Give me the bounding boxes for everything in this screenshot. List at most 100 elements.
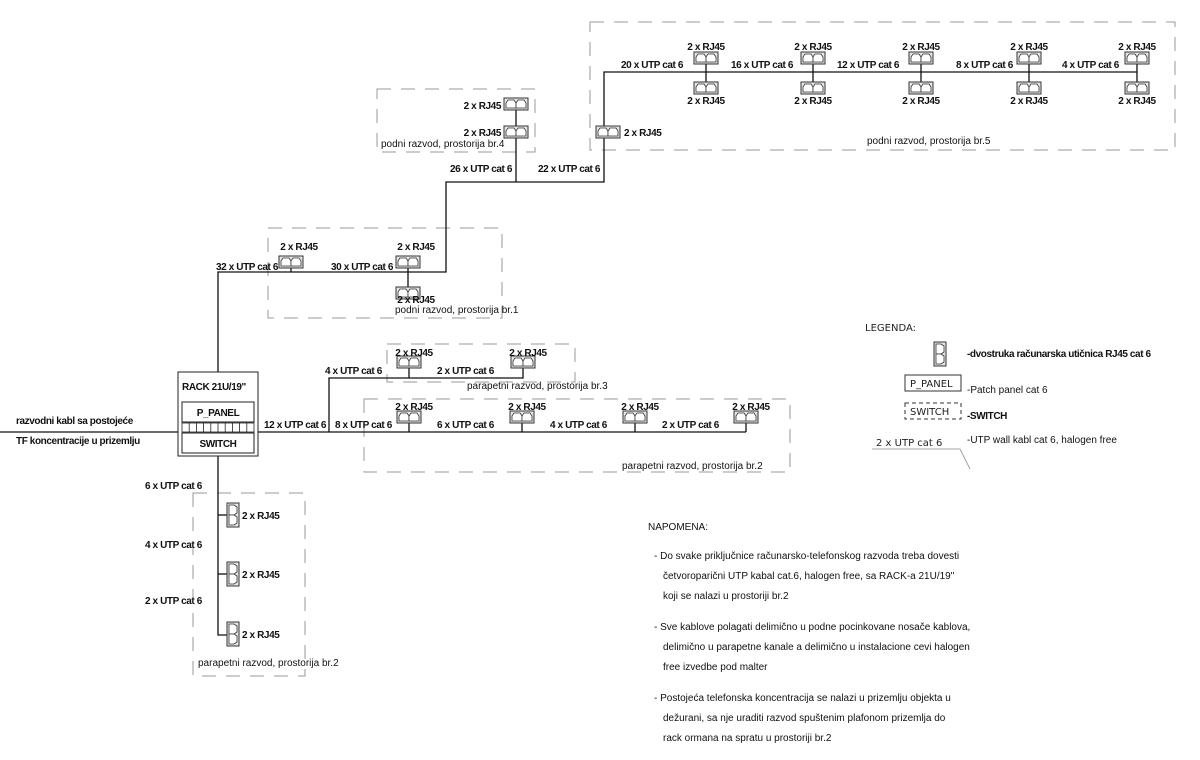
rj45-outlet[interactable]: 2 x RJ45 xyxy=(395,402,434,424)
rj45-port-icon xyxy=(397,257,409,267)
switch[interactable] xyxy=(181,432,255,454)
outlet-label: 2 x RJ45 xyxy=(395,402,433,413)
rack-patch-cords xyxy=(181,422,255,433)
rj45-outlet[interactable]: 2 x RJ45 xyxy=(395,348,434,369)
cable-label: 8 x UTP cat 6 xyxy=(956,60,1014,71)
rj45-outlet[interactable]: 2 x RJ45 xyxy=(687,81,726,107)
outlet-label: 2 x RJ45 xyxy=(397,242,435,253)
rj45-outlet[interactable]: 2 x RJ45 xyxy=(794,81,833,107)
outlets: 2 x RJ45 2 x RJ45 2 x RJ45 2 x RJ45 2 x RJ45… xyxy=(226,42,1157,647)
rj45-port-icon xyxy=(1126,83,1138,93)
zone-label-room5: podni razvod, prostorija br.5 xyxy=(867,136,991,147)
rj45-outlet[interactable]: 2 x RJ45 xyxy=(226,502,281,528)
cable-label: 8 x UTP cat 6 xyxy=(335,420,393,431)
outlet-label: 2 x RJ45 xyxy=(464,128,502,139)
outlet-label: 2 x RJ45 xyxy=(509,348,547,359)
rj45-outlet[interactable]: 2 x RJ45 xyxy=(1010,42,1049,65)
rj45-outlet[interactable]: 2 x RJ45 xyxy=(278,242,319,269)
rj45-port-icon xyxy=(512,357,524,367)
rj45-port-icon xyxy=(705,53,717,63)
cable-label: 2 x UTP cat 6 xyxy=(662,420,720,431)
rj45-outlet[interactable]: 2 x RJ45 xyxy=(509,348,548,369)
zone-label-room2-south: parapetni razvod, prostorija br.2 xyxy=(198,658,339,669)
rj45-outlet[interactable]: 2 x RJ45 xyxy=(1118,42,1157,65)
cable-label: 4 x UTP cat 6 xyxy=(145,540,203,551)
cable-label: 16 x UTP cat 6 xyxy=(731,60,794,71)
note-line: četvoroparični UTP kabal cat.6, halogen … xyxy=(663,571,955,582)
outlet-label: 2 x RJ45 xyxy=(397,295,435,306)
rj45-port-icon xyxy=(505,127,517,137)
notes-section: NAPOMENA: - Do svake priključnice računa… xyxy=(648,522,1168,760)
rj45-port-icon xyxy=(228,514,238,526)
rj45-port-icon xyxy=(280,257,292,267)
rj45-port-icon xyxy=(1136,53,1148,63)
rj45-port-icon xyxy=(515,127,527,137)
outlet-label: 2 x RJ45 xyxy=(508,402,546,413)
notes-title: NAPOMENA: xyxy=(648,522,709,533)
legend-title: LEGENDA: xyxy=(865,323,916,334)
outlet-label: 2 x RJ45 xyxy=(1118,96,1156,107)
rj45-port-icon xyxy=(505,99,517,109)
north-trunk xyxy=(217,137,605,372)
rj45-outlet[interactable]: 2 x RJ45 xyxy=(732,402,771,424)
outlet-label: 2 x RJ45 xyxy=(242,630,280,641)
zone-room2-east xyxy=(363,398,791,473)
legend-cable-symbol: 2 x UTP cat 6 xyxy=(876,438,942,449)
zone-label-room4: podni razvod, prostorija br.4 xyxy=(381,139,505,150)
outlet-label: 2 x RJ45 xyxy=(794,96,832,107)
outlet-label: 2 x RJ45 xyxy=(242,570,280,581)
outlet-label: 2 x RJ45 xyxy=(902,42,940,53)
rj45-port-icon xyxy=(745,412,757,422)
outlet-label: 2 x RJ45 xyxy=(1010,42,1048,53)
rj45-outlet[interactable]: 2 x RJ45 xyxy=(621,402,660,424)
note-line: - Sve kablove polagati delimično u podne… xyxy=(654,622,971,633)
rj45-outlet[interactable]: 2 x RJ45 xyxy=(226,561,281,587)
rj45-port-icon xyxy=(407,257,419,267)
zone-label-room2-east: parapetni razvod, prostorija br.2 xyxy=(622,461,763,472)
outlet-label: 2 x RJ45 xyxy=(687,42,725,53)
rj45-port-icon xyxy=(1018,83,1030,93)
rj45-port-icon xyxy=(522,357,534,367)
rj45-port-icon xyxy=(705,83,717,93)
rj45-outlet[interactable]: 2 x RJ45 xyxy=(687,42,726,65)
cable-label: 6 x UTP cat 6 xyxy=(437,420,495,431)
legend: LEGENDA: -dvostruka računarska utičnica … xyxy=(865,323,1152,470)
legend-patch-symbol-box xyxy=(904,374,962,392)
rj45-port-icon xyxy=(695,83,707,93)
outlet-label: 2 x RJ45 xyxy=(1118,42,1156,53)
zone-label-room1: podni razvod, prostorija br.1 xyxy=(395,305,519,316)
patch-panel[interactable] xyxy=(181,401,255,423)
rj45-port-icon xyxy=(802,83,814,93)
rj45-outlet[interactable]: 2 x RJ45 xyxy=(902,42,941,65)
rj45-port-icon xyxy=(607,127,619,137)
incoming-cable-label-2: TF koncentracije u prizemlju xyxy=(16,436,140,447)
rj45-outlet[interactable]: 2 x RJ45 xyxy=(902,81,941,107)
rj45-outlet[interactable]: 2 x RJ45 xyxy=(395,242,436,269)
legend-switch-symbol-box xyxy=(904,402,962,420)
zone-room1 xyxy=(267,227,503,319)
rj45-port-icon xyxy=(920,53,932,63)
rj45-port-icon xyxy=(228,563,238,575)
rj45-outlet[interactable]: 2 x RJ45 xyxy=(464,125,529,139)
rack-cabinet[interactable]: RACK 21U/19" P_PANEL SWITCH xyxy=(177,371,259,457)
rj45-outlet[interactable]: 2 x RJ45 xyxy=(508,402,547,424)
rj45-port-icon xyxy=(1018,53,1030,63)
rj45-outlet[interactable]: 2 x RJ45 xyxy=(226,621,281,647)
south-trunk xyxy=(217,456,227,636)
rj45-outlet[interactable] xyxy=(933,341,947,367)
note-item: - Postojeća telefonska koncentracija se … xyxy=(654,689,1168,749)
rj45-outlet[interactable]: 2 x RJ45 xyxy=(595,125,663,139)
outlet-label: 2 x RJ45 xyxy=(902,96,940,107)
rj45-outlet[interactable]: 2 x RJ45 xyxy=(395,286,436,306)
rj45-outlet[interactable]: 2 x RJ45 xyxy=(464,97,529,112)
rj45-outlet[interactable]: 2 x RJ45 xyxy=(794,42,833,65)
legend-outlet-desc: -dvostruka računarska utičnica RJ45 cat … xyxy=(967,349,1152,360)
cable-label: 12 x UTP cat 6 xyxy=(264,420,327,431)
rj45-port-icon xyxy=(1126,53,1138,63)
legend-outlet-symbol xyxy=(933,341,947,367)
rj45-outlet[interactable]: 2 x RJ45 xyxy=(1010,81,1049,107)
note-line: free izvedbe pod malter xyxy=(663,662,768,673)
rj45-outlet[interactable]: 2 x RJ45 xyxy=(1118,81,1157,107)
outlet-label: 2 x RJ45 xyxy=(464,101,502,112)
